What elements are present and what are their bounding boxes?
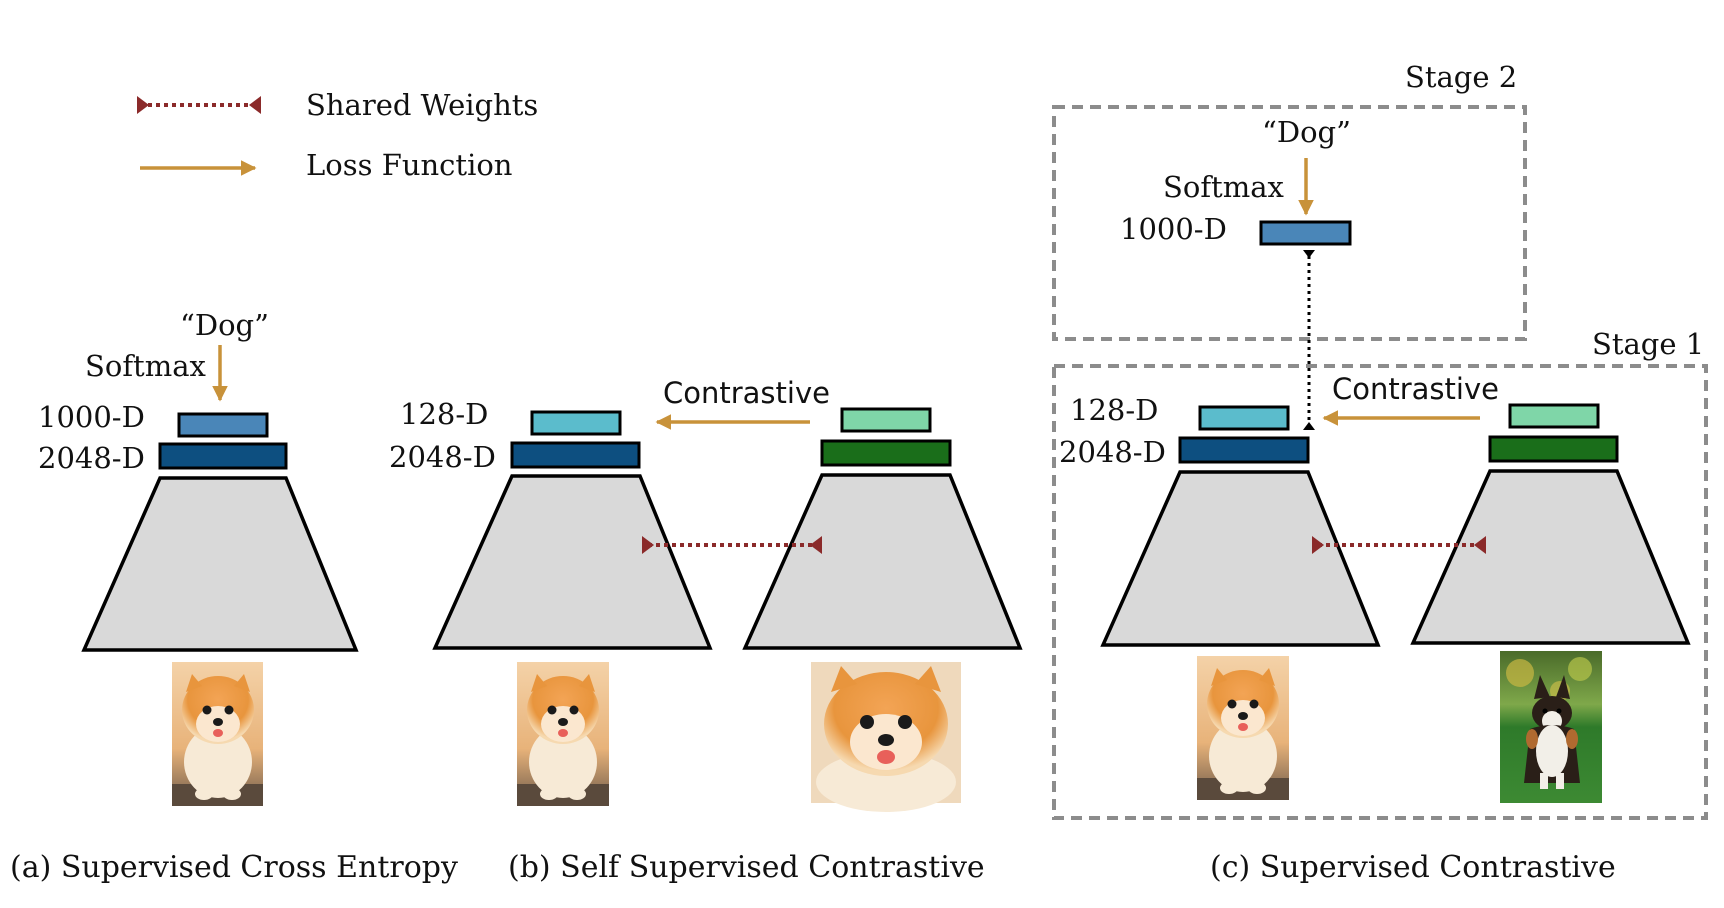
panel-c-caption: (c) Supervised Contrastive — [1210, 850, 1616, 885]
shared-weights-link — [642, 536, 822, 554]
contrastive-label: Contrastive — [1332, 372, 1499, 406]
dim-1000d-label: 1000-D — [1120, 212, 1227, 246]
encoder-network-right — [742, 473, 1023, 650]
encoder-box-right — [1488, 435, 1619, 463]
dim-2048d-label: 2048-D — [389, 440, 496, 474]
pomeranian-closeup-image — [811, 662, 961, 812]
projection-box-right — [840, 407, 932, 433]
encoder-network — [81, 476, 359, 652]
stage-2-label: Stage 2 — [1405, 60, 1517, 94]
projection-128d-box-left — [1198, 405, 1290, 431]
shared-weights-legend-label: Shared Weights — [306, 88, 538, 122]
projection-128d-box-left — [530, 410, 622, 436]
legend: Shared Weights Loss Function — [137, 88, 538, 182]
panel-a-caption: (a) Supervised Cross Entropy — [10, 850, 458, 885]
dog-label: “Dog” — [180, 308, 269, 342]
dim-1000d-label: 1000-D — [38, 400, 145, 434]
encoder-network-right — [1410, 469, 1691, 645]
pomeranian-image — [172, 662, 263, 806]
stage-1-label: Stage 1 — [1592, 327, 1704, 361]
contrastive-label: Contrastive — [663, 376, 830, 410]
dim-128d-label: 128-D — [400, 397, 488, 431]
dim-2048d-label: 2048-D — [38, 441, 145, 475]
stage-2-region — [1052, 105, 1527, 341]
dog-label: “Dog” — [1262, 115, 1351, 149]
encoder-network-left — [432, 474, 713, 650]
pomeranian-image — [517, 662, 609, 806]
projection-box-right — [1508, 403, 1600, 429]
encoder-2048d-box — [158, 442, 288, 470]
dim-2048d-label: 2048-D — [1059, 435, 1166, 469]
stage-1-region — [1052, 364, 1708, 820]
softmax-label: Softmax — [1163, 170, 1284, 204]
encoder-network-left — [1100, 470, 1381, 647]
pomeranian-image — [1197, 656, 1289, 800]
panel-a-supervised-cross-entropy: “Dog” Softmax 1000-D 2048-D (a) Supervis… — [10, 308, 458, 885]
panel-b-caption: (b) Self Supervised Contrastive — [508, 850, 985, 885]
shared-weights-legend-icon — [137, 96, 261, 114]
loss-function-legend-label: Loss Function — [306, 148, 512, 182]
encoder-2048d-box-left — [510, 441, 641, 469]
softmax-label: Softmax — [85, 349, 206, 383]
encoder-box-right — [820, 439, 952, 467]
softmax-1000d-box — [1259, 220, 1352, 246]
stage-link — [1303, 250, 1315, 430]
panel-b-self-supervised-contrastive: Contrastive 128-D 2048-D — [389, 376, 1023, 885]
panel-c-supervised-contrastive: Stage 2 “Dog” Softmax 1000-D Stage 1 Con… — [1052, 60, 1708, 885]
shared-weights-link — [1312, 536, 1486, 554]
dim-128d-label: 128-D — [1070, 393, 1158, 427]
encoder-2048d-box-left — [1178, 436, 1310, 464]
corgi-image — [1500, 651, 1602, 803]
softmax-1000d-box — [177, 412, 269, 438]
